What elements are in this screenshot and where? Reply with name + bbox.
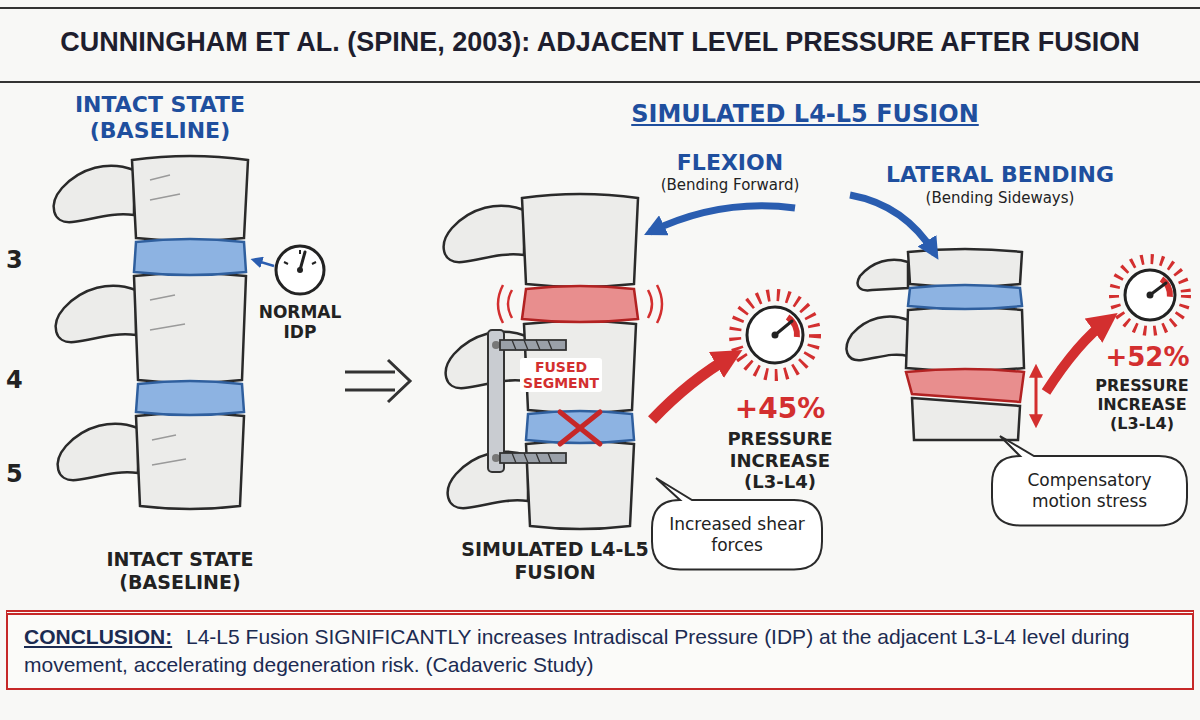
bubble-shape: [652, 478, 822, 569]
level-number: 3: [6, 246, 32, 275]
motion-heading: FLEXION: [640, 150, 820, 176]
gauge-label: NORMAL IDP: [245, 302, 355, 343]
bubble-shape: [992, 436, 1187, 525]
panel-caption: SIMULATED L4-L5 FUSION: [450, 538, 660, 584]
bubble-text: Increased shear forces: [668, 514, 806, 555]
segment-tag: FUSED SEGMENT: [520, 358, 602, 392]
conclusion-box: CONCLUSION: L4-L5 Fusion SIGNIFICANTLY i…: [6, 610, 1194, 690]
motion-note: (Bending Sideways): [880, 189, 1120, 207]
level-number: 5: [6, 460, 32, 489]
conclusion-heading: CONCLUSION:: [24, 625, 172, 648]
pressure-note: PRESSURE INCREASE (L3-L4): [710, 428, 850, 493]
motion-note: (Bending Forward): [620, 176, 840, 194]
pressure-note: PRESSURE INCREASE (L3-L4): [1088, 376, 1196, 434]
pressure-value: +52%: [1100, 342, 1195, 373]
motion-heading: LATERAL BENDING: [870, 162, 1130, 188]
conclusion-text: L4-L5 Fusion SIGNIFICANTLY increases Int…: [24, 625, 1130, 676]
speech-bubble: Compensatory motion stress: [992, 456, 1187, 525]
bubble-text: Compensatory motion stress: [1008, 470, 1171, 511]
panel-heading: INTACT STATE (BASELINE): [40, 92, 280, 145]
panel-caption: INTACT STATE (BASELINE): [60, 548, 300, 594]
speech-bubble: Increased shear forces: [652, 500, 822, 569]
level-number: 4: [6, 366, 32, 395]
pressure-value: +45%: [720, 392, 840, 426]
diagram-title: CUNNINGHAM ET AL. (SPINE, 2003): ADJACEN…: [8, 26, 1192, 58]
panel-heading: SIMULATED L4-L5 FUSION: [610, 100, 1000, 129]
